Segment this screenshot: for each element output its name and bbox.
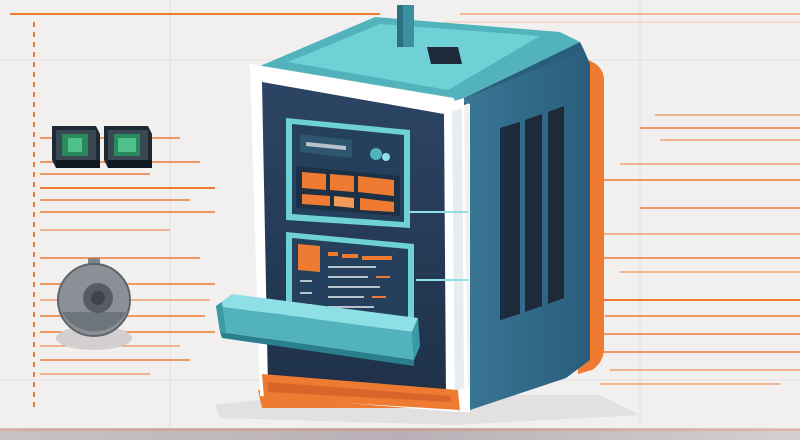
top-display-panel bbox=[286, 118, 410, 228]
cabinet-top-highlight bbox=[288, 24, 540, 90]
floor-strip bbox=[0, 428, 800, 440]
cabinet-drawer bbox=[216, 294, 420, 366]
top-guide-lines bbox=[10, 13, 800, 23]
gauge-knob-icon bbox=[56, 258, 132, 350]
cabinet-base bbox=[262, 374, 470, 412]
cabinet-top-vent bbox=[427, 47, 462, 64]
right-stripe-lines bbox=[600, 114, 800, 385]
cabinet-side-vents bbox=[500, 106, 564, 320]
chip-module-icon bbox=[104, 126, 152, 168]
cabinet-right-face bbox=[458, 50, 590, 410]
chip-module-icon bbox=[52, 126, 100, 168]
